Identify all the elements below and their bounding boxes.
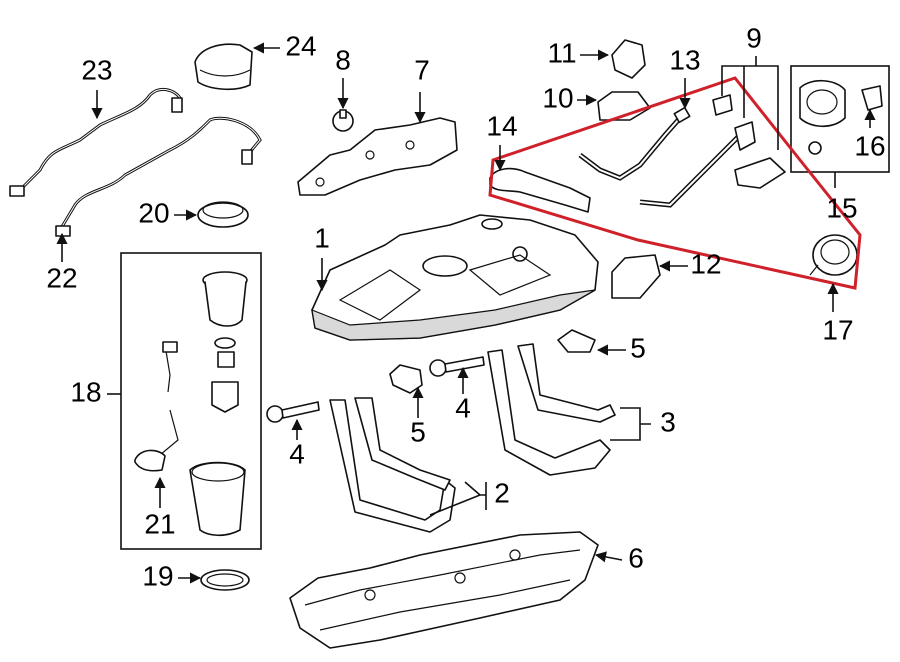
filler-pipe-9 (639, 94, 786, 208)
callout-5-right: 5 (630, 332, 646, 363)
gasket-19 (200, 569, 250, 591)
clip-8 (332, 109, 354, 132)
callout-8: 8 (335, 44, 351, 75)
callout-23: 23 (81, 54, 112, 85)
tank-strap-3 (487, 343, 616, 476)
bracket-12 (611, 254, 661, 299)
callout-9: 9 (746, 22, 762, 53)
callout-5-left: 5 (410, 416, 426, 447)
callout-6: 6 (628, 542, 644, 573)
callout-3: 3 (660, 406, 676, 437)
callout-4-right: 4 (455, 392, 471, 423)
callout-11: 11 (547, 37, 576, 68)
gasket-19-inner (206, 573, 244, 587)
filler-door-box (790, 65, 890, 173)
lock-ring-20 (197, 201, 249, 228)
bolt-4-right (429, 356, 485, 377)
callout-labels: 23 22 24 8 7 20 1 18 21 19 4 5 4 5 12 6 … (46, 22, 885, 591)
callout-12: 12 (690, 248, 721, 279)
callout-2: 2 (494, 477, 510, 508)
pump-assembly-18 (134, 271, 248, 537)
tank-strap-2 (329, 397, 456, 533)
skid-plate-6 (289, 531, 599, 649)
callout-13: 13 (669, 44, 700, 75)
callout-21: 21 (144, 508, 175, 539)
callout-10: 10 (542, 82, 573, 113)
fuel-cap-17 (809, 234, 858, 276)
callout-16: 16 (854, 130, 885, 161)
pump-assembly-box (120, 252, 262, 550)
breather-pipe-13 (578, 106, 691, 181)
fuel-hose-14 (489, 167, 591, 213)
bracket-5-right (557, 329, 596, 353)
callout-17: 17 (822, 314, 853, 345)
bracket-5-left (389, 364, 423, 394)
callout-15: 15 (826, 192, 857, 223)
wire-harness-23 (9, 87, 183, 197)
callout-18: 18 (70, 376, 101, 407)
callout-4-left: 4 (289, 438, 305, 469)
filler-door-15 (799, 79, 883, 155)
callout-19: 19 (142, 560, 173, 591)
callout-20: 20 (138, 197, 169, 228)
highlight-outline (488, 76, 862, 290)
pump-cover-24 (194, 43, 253, 91)
leader-lines (56, 42, 876, 584)
clamp-11 (611, 39, 646, 79)
callout-24: 24 (285, 30, 316, 61)
callout-22: 22 (46, 262, 77, 293)
heat-shield-7 (297, 117, 458, 196)
bolt-4-left (266, 401, 320, 423)
callout-1: 1 (314, 222, 330, 253)
callout-7: 7 (414, 54, 430, 85)
callout-14: 14 (486, 110, 517, 141)
fuel-tank-1 (311, 214, 599, 341)
